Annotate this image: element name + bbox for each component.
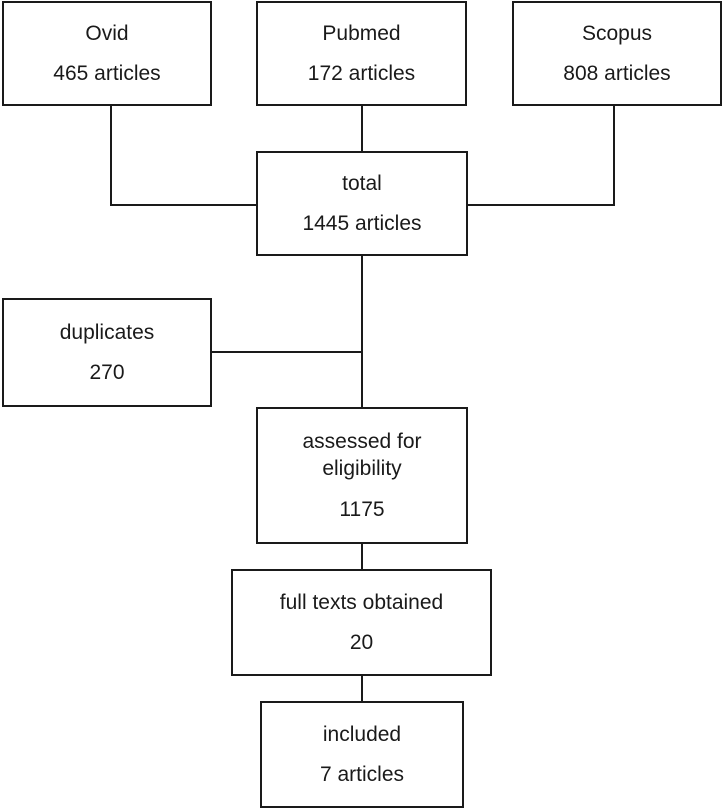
assessed-count: 1175 <box>339 498 385 522</box>
total-box: total 1445 articles <box>256 151 468 256</box>
pubmed-label: Pubmed <box>322 22 401 46</box>
pubmed-count: 172 articles <box>307 61 416 85</box>
assessed-label-line2: eligibility <box>322 456 402 480</box>
total-count: 1445 articles <box>302 211 422 235</box>
connector-scopus-to-total <box>468 106 615 206</box>
full-texts-label: full texts obtained <box>279 591 444 615</box>
full-texts-box: full texts obtained 20 <box>231 569 492 676</box>
connector-ovid-to-total <box>110 106 256 206</box>
duplicates-label: duplicates <box>59 321 155 345</box>
total-label: total <box>342 172 382 196</box>
included-label: included <box>322 723 402 747</box>
ovid-label: Ovid <box>85 22 129 46</box>
scopus-label: Scopus <box>581 22 653 46</box>
scopus-count: 808 articles <box>563 61 671 85</box>
assessed-box: assessed for eligibility 1175 <box>256 407 468 544</box>
ovid-box: Ovid 465 articles <box>2 1 212 106</box>
pubmed-box: Pubmed 172 articles <box>256 1 467 106</box>
duplicates-box: duplicates 270 <box>2 298 212 407</box>
included-box: included 7 articles <box>260 701 464 808</box>
full-texts-count: 20 <box>349 630 374 654</box>
assessed-label-line1: assessed for <box>302 429 422 453</box>
duplicates-count: 270 <box>89 360 125 384</box>
scopus-box: Scopus 808 articles <box>512 1 722 106</box>
ovid-count: 465 articles <box>53 61 161 85</box>
included-count: 7 articles <box>319 762 405 786</box>
